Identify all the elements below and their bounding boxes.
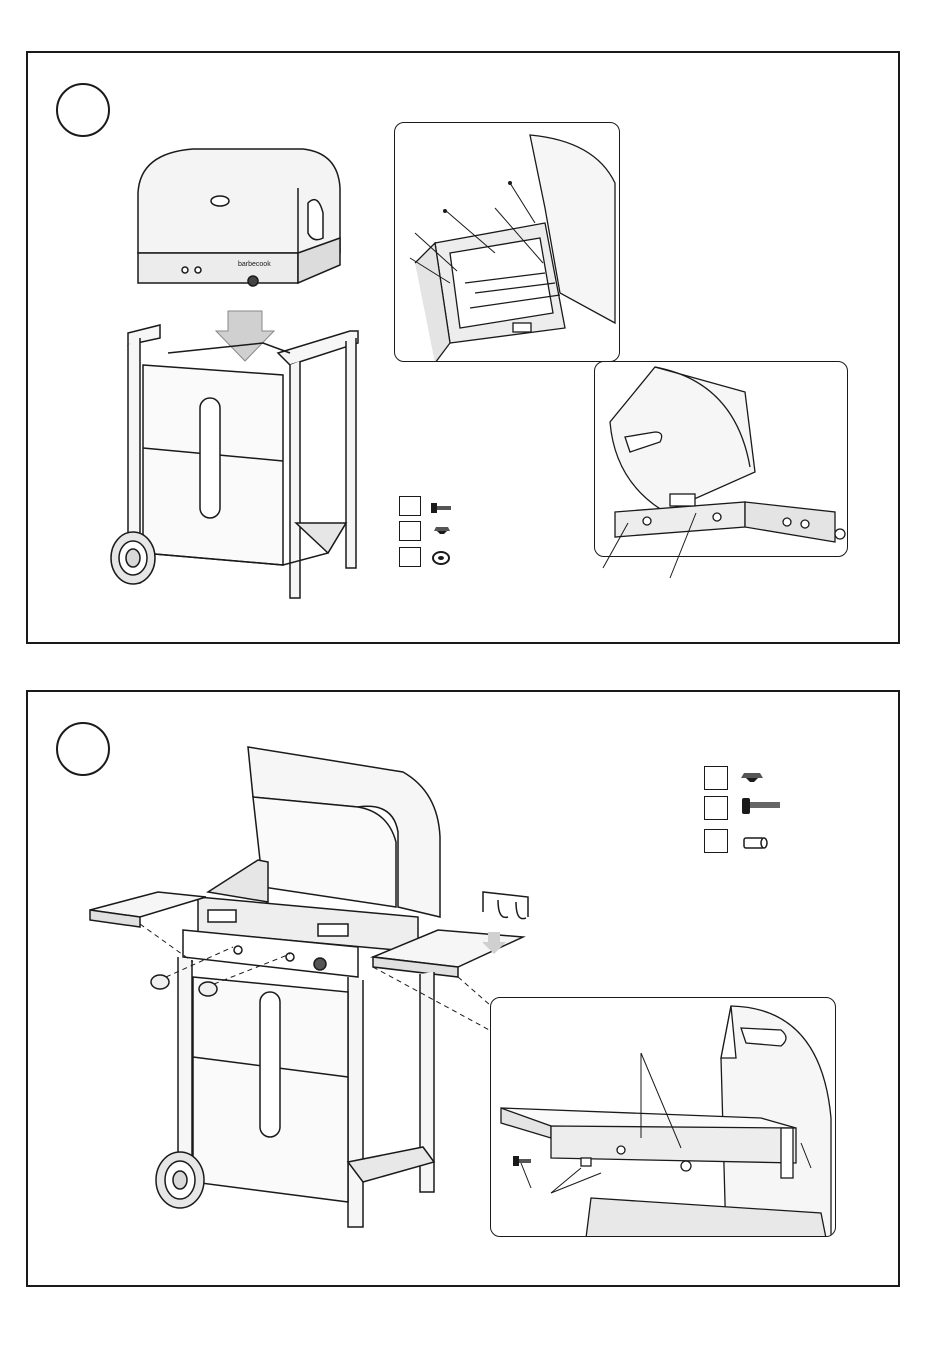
part-box-3 bbox=[399, 547, 421, 567]
part-box-2 bbox=[399, 521, 421, 541]
cart-frame bbox=[128, 325, 358, 598]
wheel bbox=[111, 532, 155, 584]
spacer-icon bbox=[744, 838, 767, 848]
detail-inset-shelf bbox=[490, 997, 836, 1237]
long-bolt-icon bbox=[742, 798, 780, 814]
wheel bbox=[156, 1152, 204, 1208]
step-panel-2 bbox=[26, 690, 900, 1287]
step-panel-1: barbecook bbox=[26, 51, 900, 644]
nut-icon bbox=[741, 773, 763, 782]
detail-inset-hinge bbox=[394, 122, 620, 362]
grill-logo-text: barbecook bbox=[238, 261, 271, 268]
detail-inset-mount bbox=[594, 361, 848, 557]
part-box-1 bbox=[399, 496, 421, 516]
hook-icon bbox=[483, 892, 528, 919]
down-arrow-icon bbox=[216, 311, 274, 361]
